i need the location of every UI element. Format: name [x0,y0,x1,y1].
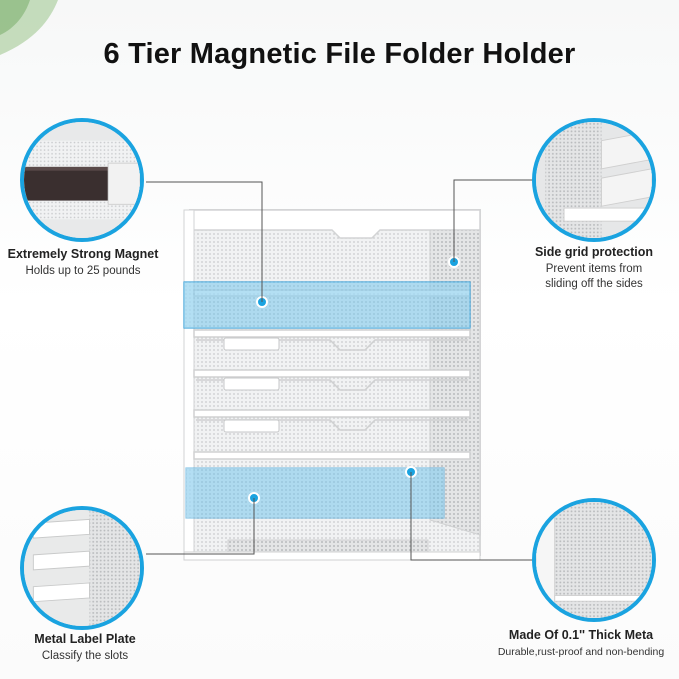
label-plate-closeup-circle [20,506,144,630]
magnet-subtext: Holds up to 25 pounds [25,265,141,277]
magnet-strip-icon [24,122,140,238]
label-plate-caption: Metal Label Plate Classify the slots [4,632,166,664]
magnet-caption: Extremely Strong Magnet Holds up to 25 p… [2,247,164,279]
plant-leaf-decoration [0,0,58,55]
thick-metal-subtext: Durable,rust-proof and non-bending [497,646,665,658]
label-plate-subtext: Classify the slots [41,650,129,662]
side-grid-caption: Side grid protection Prevent items from … [516,245,672,292]
side-grid-subtext-line1: Prevent items from [545,263,643,275]
label-slots-icon [24,510,140,626]
thick-metal-heading: Made Of 0.1'' Thick Meta [508,628,654,642]
magnet-heading: Extremely Strong Magnet [7,247,159,261]
magnet-closeup-circle [20,118,144,242]
side-mesh-icon [536,122,652,238]
thick-metal-closeup-circle [532,498,656,622]
mesh-corner-icon [536,502,652,618]
thick-metal-caption: Made Of 0.1'' Thick Meta Durable,rust-pr… [486,628,676,660]
side-grid-subtext-line2: sliding off the sides [545,278,643,290]
side-grid-closeup-circle [532,118,656,242]
side-grid-heading: Side grid protection [534,245,654,259]
page-title: 6 Tier Magnetic File Folder Holder [103,38,576,70]
label-plate-heading: Metal Label Plate [34,632,136,646]
